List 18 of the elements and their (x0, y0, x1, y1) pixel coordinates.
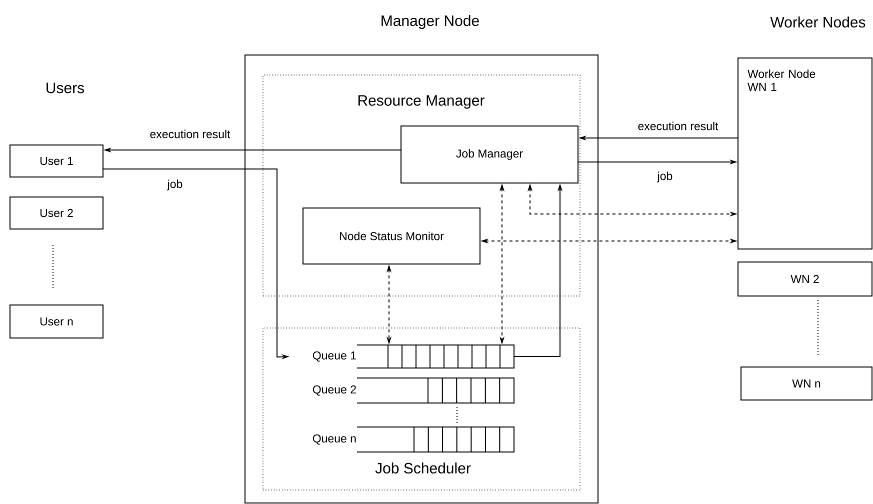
queue-drawing: Queue 2 (312, 378, 514, 404)
queue-drawing: Queue n (312, 426, 514, 452)
process-box: User 2 (10, 196, 104, 230)
process-box: User n (10, 304, 104, 338)
edge-label: execution result (148, 128, 232, 140)
node-label: Manager Node (382, 15, 479, 29)
process-box: Job Manager (400, 126, 578, 184)
queue-drawing: Queue 1 (312, 344, 514, 368)
process-box: WN n (740, 366, 872, 400)
edge-label: job (166, 178, 184, 192)
edge-label: execution result (636, 120, 720, 132)
process-box: User 1 (10, 144, 104, 178)
process-box: Node Status Monitor (302, 208, 480, 264)
edge-label: job (656, 170, 674, 184)
process-box: WN 2 (738, 262, 872, 296)
heading-label: Worker Nodes (770, 16, 866, 28)
worker-node-box: Worker Node WN 1 (738, 58, 872, 250)
heading-label: Users (46, 82, 84, 94)
